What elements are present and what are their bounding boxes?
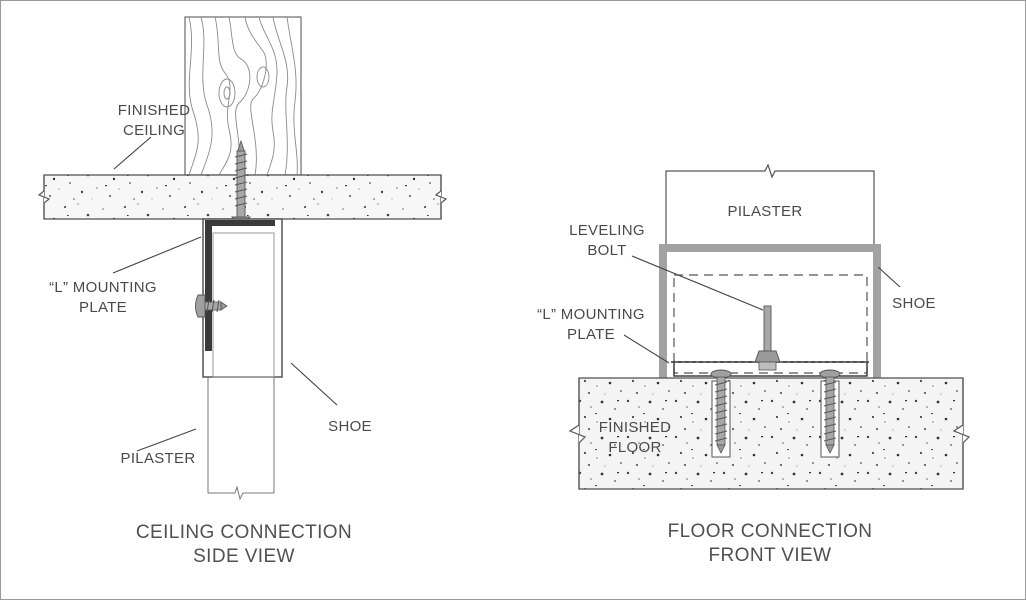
floor-anchor-left	[710, 369, 732, 458]
finished-ceiling-label: FINISHED CEILING	[117, 102, 191, 139]
floor-connection-title: FLOOR CONNECTION FRONT VIEW	[667, 521, 873, 566]
finished-floor-slab	[568, 377, 971, 490]
leveling-bolt	[754, 305, 781, 371]
ceiling-mounting-plate-label: “L” MOUNTING PLATE	[49, 279, 157, 316]
side-screw	[195, 294, 228, 318]
floor-pilaster-hidden-outline	[673, 274, 868, 374]
floor-pilaster-label: PILASTER	[727, 203, 803, 220]
finished-floor-label: FINISHED FLOOR	[598, 419, 672, 456]
ceiling-leader-lines	[112, 136, 338, 452]
ceiling-l-mounting-plate	[205, 220, 275, 351]
ceiling-pilaster-label: PILASTER	[120, 450, 196, 467]
ceiling-pilaster	[207, 377, 275, 501]
ceiling-shoe	[202, 218, 283, 378]
floor-shoe	[659, 244, 881, 378]
floor-pilaster	[665, 163, 875, 248]
floor-shoe-label: SHOE	[892, 295, 936, 312]
floor-mounting-plate-label: “L” MOUNTING PLATE	[537, 306, 645, 343]
ceiling-connection-title: CEILING CONNECTION SIDE VIEW	[135, 522, 353, 567]
leveling-bolt-label: LEVELING BOLT	[569, 222, 645, 259]
floor-leader-lines	[623, 255, 901, 364]
floor-anchor-right	[819, 369, 841, 458]
ceiling-shoe-label: SHOE	[328, 418, 372, 435]
